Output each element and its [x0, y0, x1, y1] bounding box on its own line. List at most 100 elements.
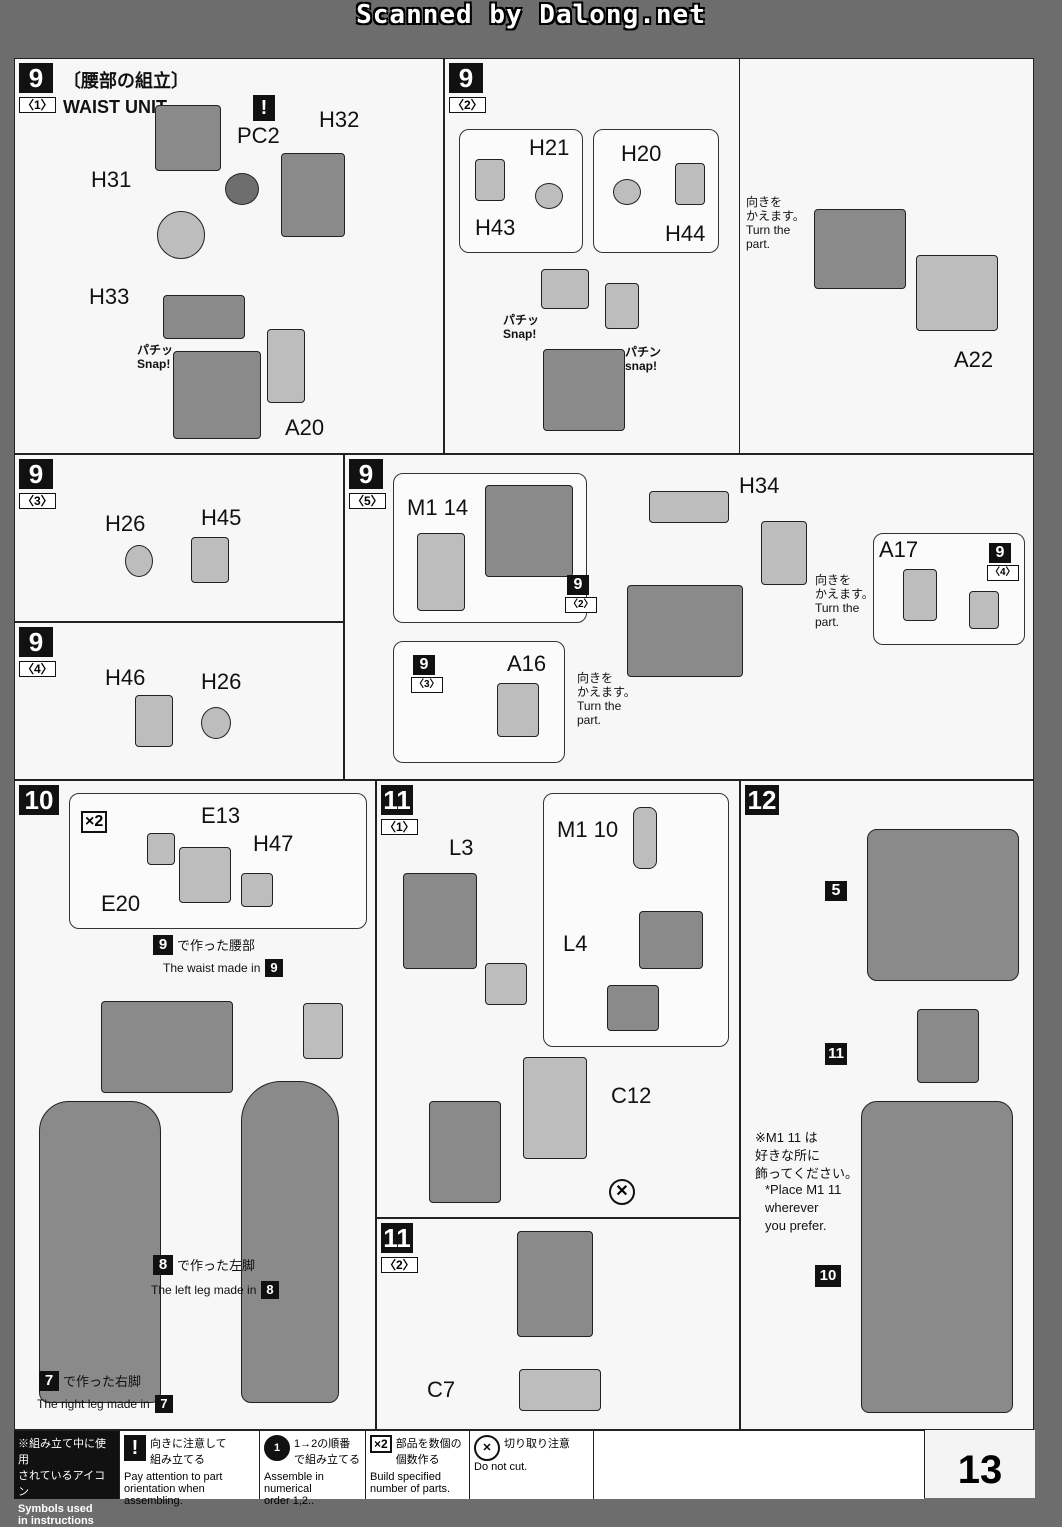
- title-en: WAIST UNIT: [63, 97, 167, 117]
- step-9-1-panel: 9 〈1〉 〔腰部の組立〕 WAIST UNIT ! H31 PC2 H32 H…: [14, 58, 444, 454]
- cockpit-piece: [485, 963, 527, 1005]
- waist-half-left: [155, 105, 221, 171]
- torso-core: [917, 1009, 979, 1083]
- part-label: H34: [739, 473, 780, 498]
- step-number: 9: [19, 459, 53, 489]
- step-9-5-panel: 9 〈5〉 M1 14 9 〈2〉 9 〈3〉 A16 向きを かえます。 Tu…: [344, 454, 1034, 780]
- part-a16: [497, 683, 539, 737]
- snap-label: パチッ Snap!: [137, 343, 174, 371]
- part-h43: [475, 159, 505, 201]
- part-h45: [191, 537, 229, 583]
- step-9-2-right-panel: 向きを かえます。 Turn the part. A22: [740, 58, 1034, 454]
- legend-en: Assemble in numerical order 1,2..: [264, 1471, 324, 1507]
- part-c7: [519, 1369, 601, 1411]
- left-leg-caption-en: The left leg made in: [151, 1283, 257, 1297]
- step-ref: 8: [261, 1281, 279, 1299]
- substep-label: 〈4〉: [19, 661, 56, 677]
- part-label: A22: [954, 347, 994, 372]
- step-ref-9: 9: [413, 655, 435, 675]
- part-label: A16: [507, 651, 547, 676]
- waist-assembly-turned: [814, 209, 906, 289]
- turn-note-jp: 向きを かえます。: [577, 671, 636, 699]
- part-label: H47: [253, 831, 294, 856]
- step-ref: 9: [265, 959, 283, 977]
- legend-item-order: 1 1→2の順番 で組み立てる Assemble in numerical or…: [260, 1431, 366, 1507]
- part-label: L3: [449, 835, 474, 860]
- right-leg-caption-en: The right leg made in: [37, 1397, 150, 1411]
- substep-label: 〈1〉: [19, 97, 56, 113]
- step-ref: 7: [39, 1371, 59, 1391]
- joint-right: [605, 283, 639, 329]
- part-label: H45: [201, 505, 242, 530]
- symbols-legend: ※組み立て中に使用 されているアイコン Symbols used in inst…: [14, 1430, 924, 1527]
- step-ref: 7: [155, 1395, 173, 1413]
- waist-and-legs: [861, 1101, 1013, 1413]
- substep-label: 〈2〉: [449, 97, 486, 113]
- part-l4: [639, 911, 703, 969]
- step-10-panel: 10 ×2 E13 H47 E20 9 で作った腰部 The waist mad…: [14, 780, 376, 1430]
- part-label: PC2: [237, 123, 280, 148]
- part-armor: [761, 521, 807, 585]
- armor-a22: [916, 255, 998, 331]
- step-9-2-panel: 9 〈2〉 H21 H43 H20 H44 パチッ Snap! パチン snap…: [444, 58, 740, 454]
- part-h47: [241, 873, 273, 907]
- part-label: H31: [91, 167, 132, 192]
- order-icon: 1: [264, 1435, 290, 1461]
- part-h21: [535, 183, 563, 209]
- step-11-1-panel: 11 〈1〉 L3 M1 10 L4 C12 ✕: [376, 780, 740, 1218]
- step-ref-sub: 〈3〉: [411, 677, 443, 693]
- part-h34: [649, 491, 729, 523]
- step-ref-9: 9: [989, 543, 1011, 563]
- legend-item-attention: ! 向きに注意して 組み立てる Pay attention to part or…: [120, 1431, 260, 1507]
- part-label: A17: [879, 537, 919, 562]
- joint-left: [541, 269, 589, 309]
- step-ref: 5: [825, 881, 847, 901]
- times-two-icon: ×2: [81, 811, 108, 833]
- place-note-en: *Place M1 11 wherever you prefer.: [765, 1182, 842, 1233]
- part-h46: [135, 695, 173, 747]
- part-a17: [903, 569, 937, 621]
- right-leg: [39, 1101, 161, 1403]
- do-not-cut-icon: ✕: [474, 1435, 500, 1461]
- part-h26: [125, 545, 153, 577]
- part-label: H26: [201, 669, 242, 694]
- attention-icon: !: [124, 1435, 146, 1461]
- legend-en: Pay attention to part orientation when a…: [124, 1471, 223, 1507]
- snap-label: パチン snap!: [625, 345, 662, 373]
- part-label: H32: [319, 107, 360, 132]
- legend-jp: 部品を数個の 個数作る: [395, 1438, 462, 1466]
- left-leg: [241, 1081, 339, 1403]
- turn-note-jp: 向きを かえます。: [815, 573, 874, 601]
- torso-shell: [429, 1101, 501, 1203]
- step-ref: 11: [825, 1043, 847, 1065]
- turn-note-en: Turn the part.: [815, 601, 860, 629]
- part-label: E20: [101, 891, 141, 916]
- page-number: 13: [924, 1430, 1035, 1498]
- waist-assembly: [485, 485, 573, 577]
- turn-note-en: Turn the part.: [577, 699, 622, 727]
- legend-item-quantity: ×2 部品を数個の 個数作る Build specified number of…: [366, 1431, 470, 1499]
- part-e13: [179, 847, 231, 903]
- pilot-figure: [633, 807, 657, 869]
- waist-half-right: [281, 153, 345, 237]
- legend-jp: 向きに注意して 組み立てる: [150, 1438, 227, 1466]
- part-m1-14: [417, 533, 465, 611]
- snap-label: パチッ Snap!: [503, 313, 540, 341]
- part-label: H21: [529, 135, 570, 160]
- step-number: 12: [745, 785, 779, 815]
- part-e20: [147, 833, 175, 865]
- legend-en: Build specified number of parts.: [370, 1471, 451, 1495]
- legend-intro-jp: ※組み立て中に使用 されているアイコン: [18, 1438, 106, 1498]
- step-number: 9: [449, 63, 483, 93]
- step-12-panel: 12 5 11 ※M1 11 は 好きな所に 飾ってください。 *Place M…: [740, 780, 1034, 1430]
- step-number: 9: [19, 63, 53, 93]
- upper-body: [867, 829, 1019, 981]
- part-label: H43: [475, 215, 516, 240]
- part-label: L4: [563, 931, 588, 956]
- part-label: C12: [611, 1083, 652, 1108]
- poly-cap-detail: [157, 211, 205, 259]
- part-h20: [613, 179, 641, 205]
- scanned-watermark: Scanned by Dalong.net: [356, 0, 706, 30]
- step-ref: 9: [153, 935, 173, 955]
- legend-en: Do not cut.: [474, 1461, 528, 1473]
